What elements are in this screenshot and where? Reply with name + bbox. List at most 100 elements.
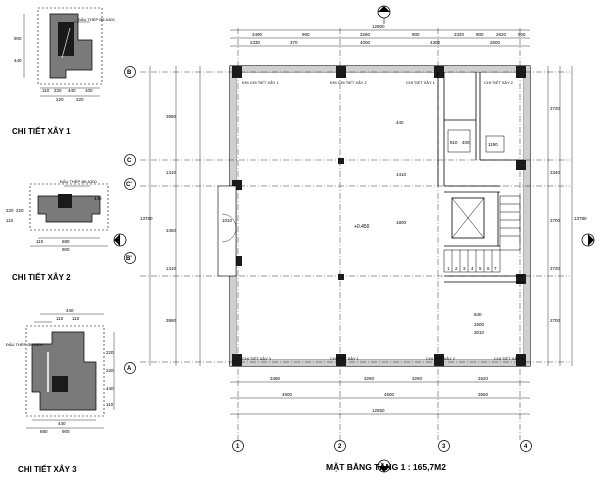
main-plan: KHI CHI TIẾT XÂY 1 KHI CHI TIẾT XÂY 2 CH… (113, 5, 595, 473)
stair-step: 4 (471, 266, 474, 271)
detail-2-column (58, 194, 72, 208)
bottom-dim: 2620 (478, 376, 489, 381)
column (516, 274, 526, 284)
grid-y-label: B' (126, 256, 132, 262)
column (516, 160, 526, 170)
detail-3-column (52, 376, 68, 392)
column (338, 274, 344, 280)
detail-3-dim-bottom-1: 440 (58, 421, 66, 426)
right-dim: 2700 (550, 318, 561, 323)
misc-dim: 1800 (396, 220, 407, 225)
column-tag: CHI TIẾT XÂY 1 (406, 80, 436, 85)
top-dim: 900 (518, 32, 526, 37)
detail-1-dim-side-2: 440 (14, 58, 22, 63)
detail-1-dim-bottom-1: 110 (42, 88, 50, 93)
column-tag: CHI TIẾT XÂY 2 (426, 356, 456, 361)
detail-2-dim-side-1: 220 (6, 208, 14, 213)
axis-lines (140, 28, 570, 440)
bottom-dim-2: 4500 (384, 392, 395, 397)
detail-1-frame (37, 7, 103, 85)
detail-3-dim-side-4: 110 (106, 402, 114, 407)
section-marker-left (113, 233, 127, 247)
column (232, 180, 242, 190)
detail-1-dim-bottom-2: 220 (54, 88, 62, 93)
column (232, 354, 242, 366)
right-total-dim: 13780 (574, 216, 587, 221)
detail-2-dim-bottom-3: 110 (36, 239, 44, 244)
top-dim: 3260 (360, 32, 371, 37)
stair-step: 7 (494, 266, 497, 271)
bottom-dimension-lines (230, 381, 530, 415)
top-dim: 2620 (496, 32, 507, 37)
detail-2-dim-top-1: 440 (94, 196, 102, 201)
detail-3-dim-side-1: 220 (106, 350, 114, 355)
column-tag: CHI TIẾT XÂY 3 (494, 356, 524, 361)
detail-3-note: ĐẦU THÉP Ø6 A300 (6, 342, 44, 347)
detail-3-dim-side-2: 220 (106, 368, 114, 373)
column (516, 66, 526, 78)
stair-step: 1 (447, 266, 450, 271)
column (516, 354, 526, 366)
detail-2-dim-bottom-2: 900 (62, 247, 70, 252)
top-inner-dim: 4000 (360, 40, 371, 45)
top-dimension-lines (230, 29, 530, 47)
columns (232, 66, 526, 366)
staircase (443, 195, 521, 273)
bottom-dim: 3490 (270, 376, 281, 381)
column (336, 354, 346, 366)
column-tag: CHI TIẾT XÂY 2 (484, 80, 514, 85)
grid-x-label: 1 (236, 444, 240, 450)
grid-y-label: C (127, 158, 132, 164)
misc-dim: 2500 (474, 322, 485, 327)
top-inner-dim: 2330 (250, 40, 261, 45)
top-inner-dim: 4300 (430, 40, 441, 45)
wc-fixture (485, 135, 505, 153)
top-dim: 2320 (454, 32, 465, 37)
top-dim: 3490 (252, 32, 263, 37)
detail-1-dim-top-1: 220 (56, 97, 64, 102)
detail-3: ĐẦU THÉP Ø6 A300 440 110 110 220 220 440… (6, 308, 115, 474)
detail-1-dim-side-1: 900 (14, 36, 22, 41)
left-dim: 2450 (166, 228, 177, 233)
detail-3-caption: CHI TIẾT XÂY 3 (18, 464, 77, 474)
stair-step: 3 (463, 266, 466, 271)
column (336, 66, 346, 78)
right-dim: 2720 (550, 266, 561, 271)
wall-fill (230, 66, 530, 366)
grid-y-label: C' (126, 182, 132, 188)
detail-1-dim-top-2: 220 (76, 97, 84, 102)
grid-bubbles-y: B C C' B' A (124, 66, 136, 374)
grid-x-label: 3 (442, 444, 446, 450)
column (434, 354, 444, 366)
left-dim: 1410 (166, 170, 177, 175)
section-marker-bottom (377, 459, 391, 473)
left-dim: 3990 (166, 318, 177, 323)
interior-walls (437, 72, 524, 283)
plan-title: MẶT BẰNG TẦNG 1 : 165,7M2 (326, 462, 446, 472)
detail-3-dim-top-2: 110 (56, 316, 64, 321)
bottom-dim-2: 3550 (478, 392, 489, 397)
top-dim: 900 (302, 32, 310, 37)
grid-x-label: 2 (338, 444, 342, 450)
entrance-door (217, 185, 237, 277)
detail-3-dim-bottom-3: 900 (62, 429, 70, 434)
left-dim: 3990 (166, 114, 177, 119)
misc-dim: 840 (474, 312, 482, 317)
bottom-dim: 3260 (364, 376, 375, 381)
bottom-dim: 3260 (412, 376, 423, 381)
wc-fixture (447, 129, 471, 153)
wc-dim: 810 (450, 140, 458, 145)
column (232, 66, 242, 78)
column-tag: CHI TIẾT XÂY 3 (242, 356, 272, 361)
detail-2: ĐẦU THÉP Ø6 A300 220 220 110 680 900 110… (6, 179, 109, 282)
detail-2-caption: CHI TIẾT XÂY 2 (12, 272, 71, 282)
door-dim: 1010 (222, 218, 233, 223)
outer-wall (229, 65, 531, 367)
detail-1-dim-bottom-3: 440 (68, 88, 76, 93)
column (434, 66, 444, 78)
bottom-total-dim: 12550 (372, 408, 385, 413)
misc-dim: 3010 (474, 330, 485, 335)
detail-1-note: ĐẦU THÉP Ø6 A300 (78, 17, 116, 22)
column-tag: KHI CHI TIẾT XÂY 1 (242, 80, 279, 85)
